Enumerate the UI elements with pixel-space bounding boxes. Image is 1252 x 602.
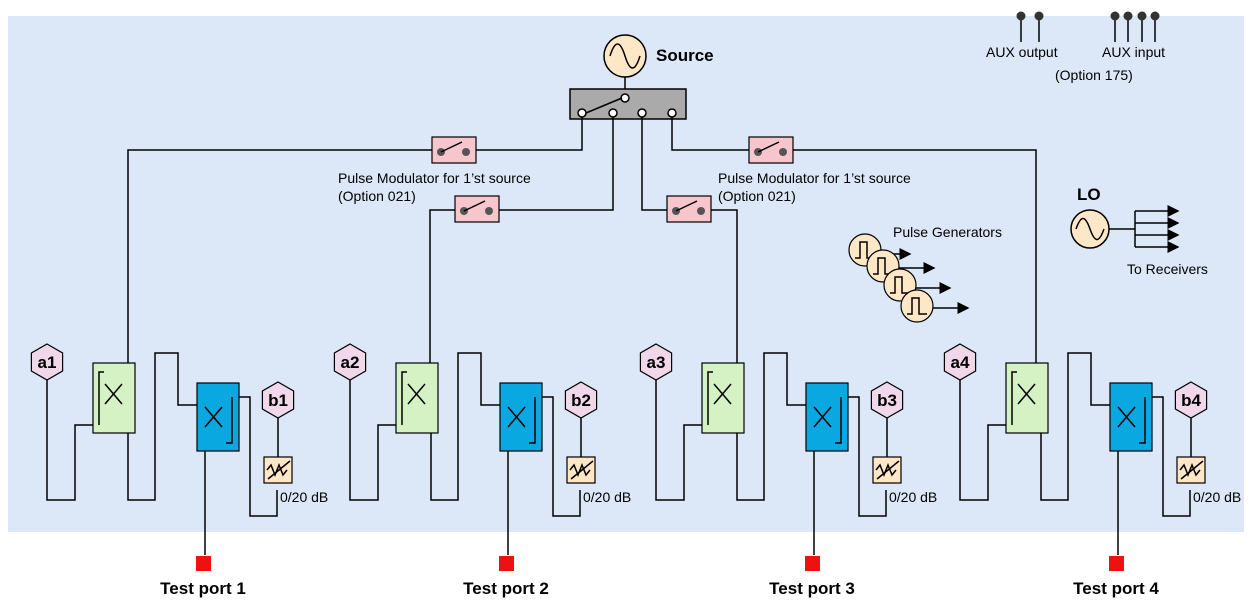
pulse-generators-block: Pulse Generators — [848, 224, 1002, 323]
step-attenuator-icon — [566, 456, 596, 484]
reference-receiver-label: a2 — [341, 353, 360, 372]
test-port-connector[interactable] — [196, 556, 211, 571]
aux-connectors: AUX output AUX input (Option 175) — [986, 11, 1165, 83]
reference-receiver-a2: a2 — [333, 343, 367, 381]
test-port-connector[interactable] — [805, 556, 820, 571]
pulse-modulator-1 — [431, 136, 477, 164]
reference-receiver-label: a4 — [951, 353, 970, 372]
test-receiver-b3: b3 — [870, 381, 904, 419]
test-port-label: Test port 4 — [1073, 579, 1159, 598]
pulse-modulator-left-option: (Option 021) — [338, 188, 416, 204]
attenuator-label: 0/20 dB — [889, 489, 937, 505]
pulse-modulator-left-title: Pulse Modulator for 1’st source — [338, 170, 531, 186]
aux-option-label: (Option 175) — [1055, 67, 1133, 83]
test-port-label: Test port 2 — [463, 579, 549, 598]
test-port-connector[interactable] — [499, 556, 514, 571]
test-coupler-icon — [1109, 382, 1153, 452]
test-receiver-label: b3 — [877, 391, 897, 410]
reference-receiver-label: a3 — [647, 353, 666, 372]
test-coupler-icon — [805, 382, 849, 452]
source-label: Source — [656, 46, 714, 65]
test-receiver-b4: b4 — [1174, 381, 1208, 419]
aux-output-label: AUX output — [986, 44, 1058, 60]
source-switch — [569, 88, 687, 120]
port-section-1: a1 b1 0/20 dB Test port 1 — [30, 343, 328, 598]
reference-coupler-icon — [92, 362, 136, 434]
attenuator-label: 0/20 dB — [280, 489, 328, 505]
test-receiver-label: b1 — [268, 391, 288, 410]
step-attenuator-icon — [872, 456, 902, 484]
lo-label: LO — [1077, 185, 1101, 204]
reference-receiver-a3: a3 — [639, 343, 673, 381]
test-coupler-icon — [196, 382, 240, 452]
pulse-modulator-3 — [666, 195, 712, 223]
reference-coupler-icon — [701, 362, 745, 434]
test-port-connector[interactable] — [1109, 556, 1124, 571]
pulse-modulator-right-title: Pulse Modulator for 1’st source — [718, 170, 911, 186]
port-sections: a1 b1 0/20 dB Test port 1 a2 b2 0/20 dB Test po… — [30, 343, 1241, 598]
test-receiver-label: b2 — [571, 391, 591, 410]
test-coupler-icon — [499, 382, 543, 452]
test-receiver-b1: b1 — [261, 381, 295, 419]
port-section-4: a4 b4 0/20 dB Test port 4 — [943, 343, 1241, 598]
pulse-modulator-right-option: (Option 021) — [718, 188, 796, 204]
step-attenuator-icon — [1176, 456, 1206, 484]
pulse-generators-label: Pulse Generators — [893, 224, 1002, 240]
attenuator-label: 0/20 dB — [1193, 489, 1241, 505]
test-port-label: Test port 3 — [769, 579, 855, 598]
pulse-modulator-2 — [454, 195, 500, 223]
reference-receiver-a4: a4 — [943, 343, 977, 381]
pulse-modulator-4 — [748, 136, 794, 164]
reference-coupler-icon — [1005, 362, 1049, 434]
reference-receiver-a1: a1 — [30, 343, 64, 381]
attenuator-label: 0/20 dB — [583, 489, 631, 505]
step-attenuator-icon — [263, 456, 293, 484]
to-receivers-label: To Receivers — [1127, 261, 1208, 277]
aux-input-pins-icon — [1110, 11, 1160, 42]
aux-input-label: AUX input — [1102, 44, 1165, 60]
port-section-3: a3 b3 0/20 dB Test port 3 — [639, 343, 937, 598]
test-receiver-label: b4 — [1181, 391, 1201, 410]
lo-block: LO To Receivers — [1070, 185, 1208, 277]
pulse-generator-4-icon — [900, 289, 970, 323]
test-port-label: Test port 1 — [160, 579, 246, 598]
test-receiver-b2: b2 — [564, 381, 598, 419]
port-section-2: a2 b2 0/20 dB Test port 2 — [333, 343, 631, 598]
aux-output-pins-icon — [1016, 11, 1044, 42]
reference-receiver-label: a1 — [38, 353, 57, 372]
source-block: Source — [603, 34, 714, 94]
reference-coupler-icon — [395, 362, 439, 434]
